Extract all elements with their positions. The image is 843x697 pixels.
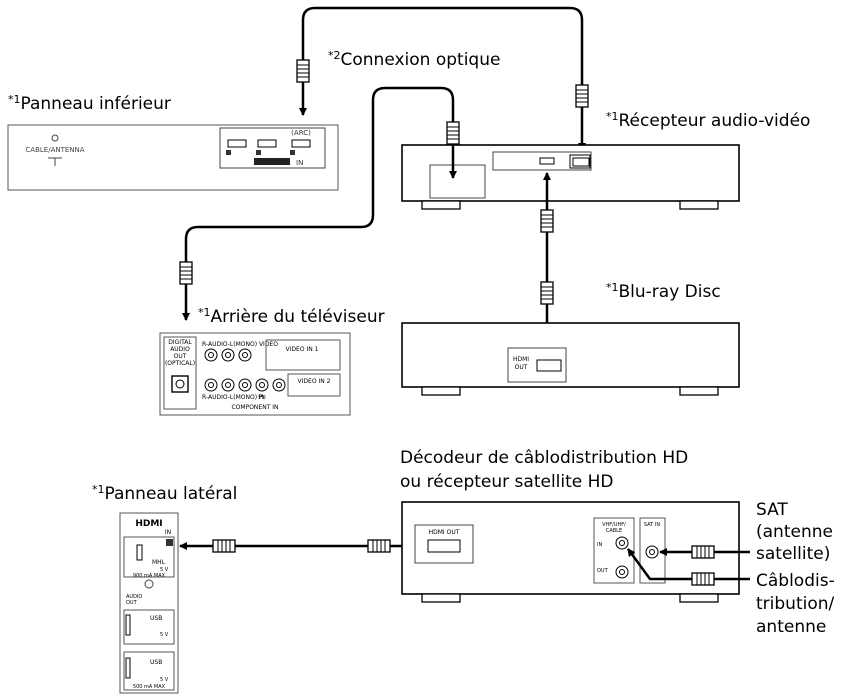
svg-text:500 mA MAX: 500 mA MAX <box>133 684 166 690</box>
svg-text:AUDIO: AUDIO <box>170 346 190 353</box>
decoder-label-line2: ou récepteur satellite HD <box>400 472 614 492</box>
svg-text:OUT: OUT <box>174 353 187 360</box>
svg-text:OUT: OUT <box>597 568 609 574</box>
svg-text:900 mA MAX: 900 mA MAX <box>133 573 166 579</box>
cable-label-line1: Câblodis- <box>756 571 835 591</box>
svg-text:5 V: 5 V <box>160 677 169 683</box>
bluray-out-label: OUT <box>515 364 528 371</box>
bluray-hdmi-label: HDMI <box>513 356 529 363</box>
bluray-label: *1Blu-ray Disc <box>606 281 721 302</box>
svg-text:(OPTICAL): (OPTICAL) <box>165 360 195 367</box>
svg-text:IN: IN <box>165 529 171 536</box>
cable-antenna-port-label: CABLE/ANTENNA <box>25 146 84 154</box>
sat-label-line1: SAT <box>756 500 788 520</box>
tv-rear-panel: DIGITAL AUDIO OUT (OPTICAL) R-AUDIO-L(MO… <box>159 332 351 416</box>
decoder-label-line1: Décodeur de câblodistribution HD <box>400 448 689 468</box>
tv-bottom-panel: CABLE/ANTENNA (ARC) IN <box>7 124 339 191</box>
svg-text:R-AUDIO-L(MONO) VIDEO: R-AUDIO-L(MONO) VIDEO <box>202 341 278 348</box>
svg-text:USB: USB <box>150 615 162 622</box>
svg-text:MHL: MHL <box>152 559 166 566</box>
svg-text:DIGITAL: DIGITAL <box>168 339 192 346</box>
hdmi-in-label: IN <box>296 159 303 167</box>
optical-cable <box>179 86 460 321</box>
svg-text:CABLE: CABLE <box>606 528 622 534</box>
tv-side-panel: HDMI IN MHL 5 V 900 mA MAX AUDIO OUT USB… <box>119 512 179 694</box>
svg-text:Pb: Pb <box>258 394 266 401</box>
side-panel-label: *1Panneau latéral <box>92 483 238 504</box>
optical-connection-label: *2Connexion optique <box>328 49 501 70</box>
svg-text:OUT: OUT <box>126 600 138 606</box>
svg-text:5 V: 5 V <box>160 567 169 573</box>
sat-label-line3: satellite) <box>756 544 831 564</box>
av-receiver-label: *1Récepteur audio-vidéo <box>606 110 811 131</box>
svg-text:COMPONENT IN: COMPONENT IN <box>231 404 278 411</box>
sat-label-line2: (antenne <box>756 522 833 542</box>
svg-text:5 V: 5 V <box>160 632 169 638</box>
svg-text:VIDEO IN 2: VIDEO IN 2 <box>298 378 331 385</box>
bottom-panel-label: *1Panneau inférieur <box>8 93 171 114</box>
hdmi-cable-tv-receiver <box>296 6 589 151</box>
svg-text:IN: IN <box>597 542 602 548</box>
svg-text:USB: USB <box>150 659 162 666</box>
hdmi-cable-decoder-side <box>179 539 429 553</box>
svg-text:HDMI: HDMI <box>135 519 162 529</box>
svg-text:HDMI OUT: HDMI OUT <box>429 529 460 536</box>
svg-text:VHF/UHF/: VHF/UHF/ <box>602 522 626 528</box>
svg-text:SAT IN: SAT IN <box>644 522 660 528</box>
tv-rear-label: *1Arrière du téléviseur <box>198 306 385 327</box>
svg-text:VIDEO IN 1: VIDEO IN 1 <box>286 346 319 353</box>
arc-label: (ARC) <box>291 129 311 137</box>
svg-text:R-AUDIO-L(MONO) Pr: R-AUDIO-L(MONO) Pr <box>202 394 265 401</box>
cable-label-line2: tribution/ <box>756 594 835 614</box>
antenna-cables <box>626 545 750 586</box>
bluray-player: HDMI OUT <box>401 322 740 396</box>
av-receiver <box>401 144 740 210</box>
svg-text:AUDIO: AUDIO <box>126 594 142 600</box>
cable-label-line3: antenne <box>756 617 827 637</box>
